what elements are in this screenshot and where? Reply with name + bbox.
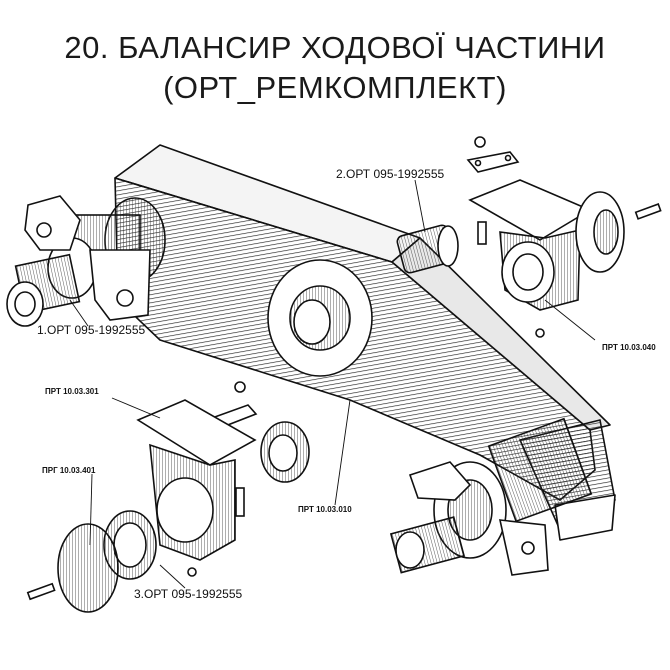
upper-right-axle-stub	[396, 224, 459, 274]
label-part-1: 1.ОРТ 095-1992555	[37, 323, 146, 337]
left-axle-spindle	[6, 195, 166, 327]
title-line-1: 20. БАЛАНСИР ХОДОВОЇ ЧАСТИНИ	[64, 30, 606, 65]
upper-right-bracket	[466, 136, 662, 338]
lower-left-bracket-assembly	[26, 381, 310, 613]
lower-right-axle-spindle	[389, 417, 593, 576]
label-part-3: 3.ОРТ 095-1992555	[134, 587, 243, 601]
label-prg-401: ПРГ 10.03.401	[42, 466, 96, 475]
label-prt-010: ПРТ 10.03.010	[298, 505, 352, 514]
label-part-2: 2.ОРТ 095-1992555	[336, 167, 445, 181]
title-line-2: (ОРТ_РЕМКОМПЛЕКТ)	[163, 70, 507, 105]
center-bushing	[267, 259, 373, 377]
label-prt-301: ПРТ 10.03.301	[45, 387, 99, 396]
label-prt-040: ПРТ 10.03.040	[602, 343, 656, 352]
leader-lines	[69, 179, 596, 589]
